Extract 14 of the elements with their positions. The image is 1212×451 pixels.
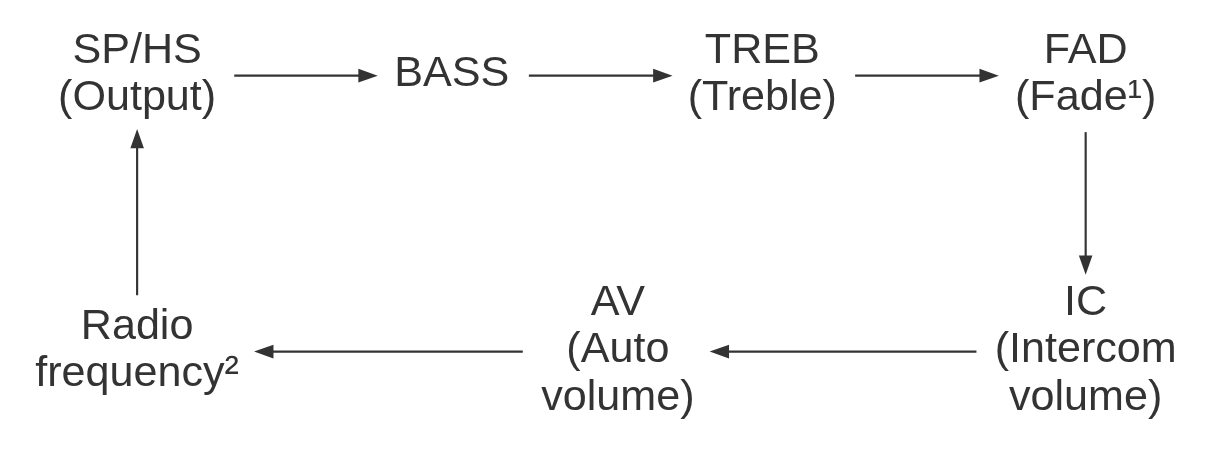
- node-text: SP/HS (Output): [58, 23, 217, 120]
- arrow: [855, 68, 999, 83]
- node-text: AV (Auto volume): [541, 275, 695, 419]
- node-text: TREB (Treble): [687, 23, 837, 120]
- arrow: [528, 68, 673, 83]
- arrow: [254, 344, 523, 359]
- arrow: [130, 128, 144, 296]
- node-text: FAD (Fade¹): [1015, 23, 1157, 120]
- arrow: [1078, 132, 1093, 275]
- node-text: Radio frequency²: [35, 299, 239, 396]
- node-text: BASS: [394, 47, 510, 96]
- node-text: IC (Intercom volume): [994, 275, 1177, 419]
- arrow: [709, 344, 977, 359]
- arrow: [234, 68, 378, 83]
